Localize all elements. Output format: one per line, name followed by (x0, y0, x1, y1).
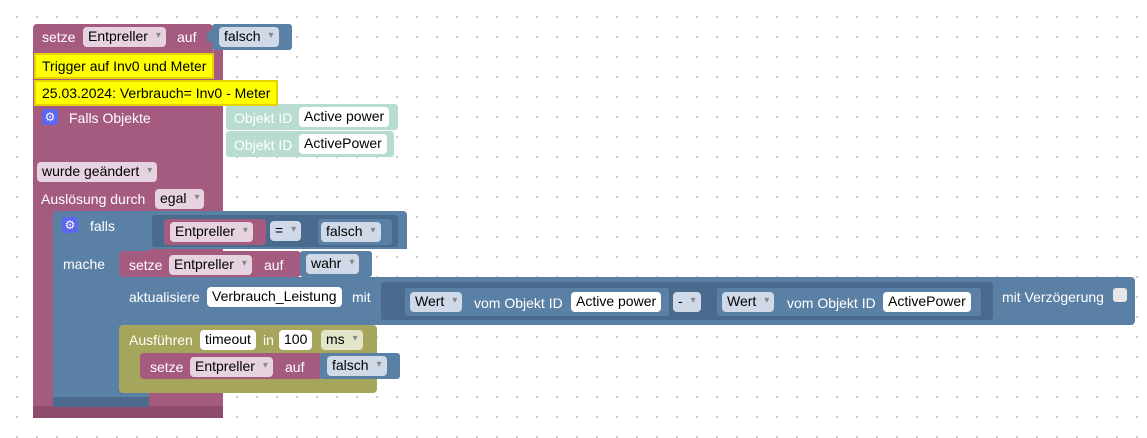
left-from-label: vom Objekt ID (474, 295, 563, 311)
update-label: aktualisiere (129, 289, 200, 305)
update-with-label: mit (352, 289, 371, 305)
top-set-to-label: auf (177, 29, 197, 45)
set-true-value-dropdown[interactable]: wahr (306, 254, 360, 274)
right-value-dropdown[interactable]: Wert (722, 292, 775, 312)
comment-2[interactable]: 25.03.2024: Verbrauch= Inv0 - Meter (34, 80, 279, 106)
if-label: falls (90, 218, 115, 234)
comment-1[interactable]: Trigger auf Inv0 und Meter (34, 53, 215, 79)
set-true-to-label: auf (264, 257, 284, 273)
gear-icon[interactable]: ⚙ (62, 217, 78, 233)
set-false-label: setze (150, 359, 184, 375)
set-true-variable-dropdown[interactable]: Entpreller (169, 255, 252, 275)
do-label: mache (63, 256, 106, 272)
update-target-field[interactable]: Verbrauch_Leistung (207, 287, 342, 307)
compare-right-dropdown[interactable]: falsch (321, 222, 381, 242)
delay-label: mit Verzögerung (1002, 289, 1104, 305)
object-id-label-1: Objekt ID (234, 110, 293, 126)
delay-checkbox[interactable] (1113, 288, 1127, 302)
object-id-label-2: Objekt ID (234, 137, 293, 153)
set-false-variable-dropdown[interactable]: Entpreller (190, 357, 273, 377)
arithmetic-operator-dropdown[interactable]: - (673, 292, 701, 312)
trigger-by-label: Auslösung durch (41, 191, 146, 207)
right-object-field[interactable]: ActivePower (883, 292, 971, 312)
object-id-field-1[interactable]: Active power (299, 107, 390, 127)
condition-dropdown[interactable]: wurde geändert (37, 162, 158, 182)
left-value-dropdown[interactable]: Wert (410, 292, 463, 312)
trigger-label: Falls Objekte (69, 110, 151, 126)
top-set-value-dropdown[interactable]: falsch (219, 27, 279, 47)
event-block-footer (33, 406, 223, 418)
top-set-label: setze (42, 29, 76, 45)
timeout-in-label: in (263, 332, 274, 348)
compare-operator-dropdown[interactable]: = (270, 221, 302, 241)
timeout-value-field[interactable]: 100 (279, 330, 313, 350)
right-from-label: vom Objekt ID (787, 295, 876, 311)
timeout-label: Ausführen (129, 332, 193, 348)
timeout-name-field[interactable]: timeout (200, 330, 256, 350)
compare-left-dropdown[interactable]: Entpreller (170, 222, 253, 242)
object-id-field-2[interactable]: ActivePower (299, 134, 387, 154)
gear-icon[interactable]: ⚙ (42, 109, 58, 125)
set-true-label: setze (129, 257, 163, 273)
timeout-unit-dropdown[interactable]: ms (321, 330, 363, 350)
set-false-to-label: auf (285, 359, 305, 375)
trigger-by-dropdown[interactable]: egal (155, 189, 205, 209)
top-set-variable-dropdown[interactable]: Entpreller (83, 27, 166, 47)
set-false-value-dropdown[interactable]: falsch (327, 356, 387, 376)
top-set-value-notch (207, 30, 212, 43)
left-object-field[interactable]: Active power (571, 292, 662, 312)
if-block-footer (53, 397, 149, 407)
